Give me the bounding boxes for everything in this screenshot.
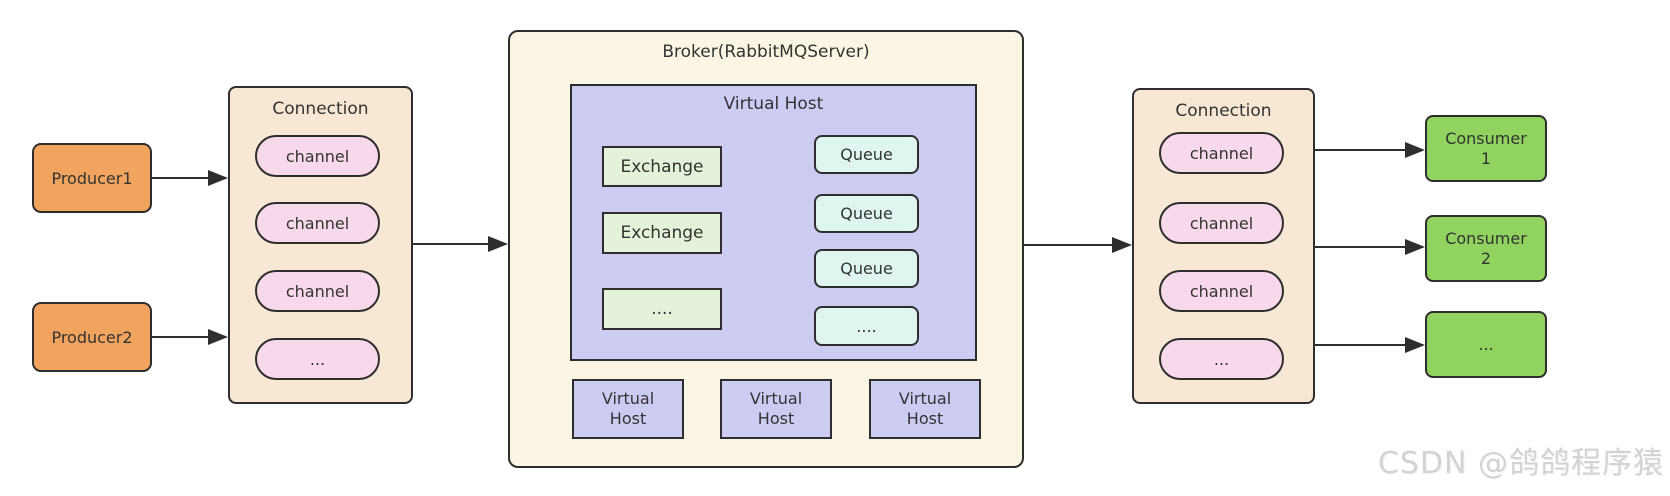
consumer-ellipsis-node: ... xyxy=(1425,311,1547,378)
queue-1-node: Queue xyxy=(814,135,919,174)
channel-pill: channel xyxy=(1159,132,1284,174)
virtual-host-small-1: Virtual Host xyxy=(572,379,684,439)
queue-3-node: Queue xyxy=(814,249,919,288)
queue-ellipsis-node: .... xyxy=(814,306,919,346)
queue-2-node: Queue xyxy=(814,194,919,233)
producer-2-node: Producer2 xyxy=(32,302,152,372)
broker-title: Broker(RabbitMQServer) xyxy=(662,42,870,62)
consumer-1-node: Consumer 1 xyxy=(1425,115,1547,182)
virtual-host-main-container: Virtual Host Exchange Exchange .... Queu… xyxy=(570,84,977,361)
connection-right-title: Connection xyxy=(1175,101,1272,121)
exchange-2-node: Exchange xyxy=(602,212,722,254)
channel-pill: channel xyxy=(1159,270,1284,312)
exchange-1-node: Exchange xyxy=(602,146,722,187)
producer-2-label: Producer2 xyxy=(51,327,133,347)
producer-1-node: Producer1 xyxy=(32,143,152,213)
channel-pill: channel xyxy=(255,135,380,177)
channel-pill: channel xyxy=(1159,202,1284,244)
channel-ellipsis-pill: ... xyxy=(255,338,380,380)
consumer-2-node: Consumer 2 xyxy=(1425,215,1547,282)
exchange-ellipsis-node: .... xyxy=(602,288,722,330)
channel-ellipsis-pill: ... xyxy=(1159,338,1284,380)
channel-pill: channel xyxy=(255,202,380,244)
broker-container: Broker(RabbitMQServer) Virtual Host Exch… xyxy=(508,30,1024,468)
connection-left-container: Connection channel channel channel ... xyxy=(228,86,413,404)
virtual-host-title: Virtual Host xyxy=(723,94,824,114)
connection-left-title: Connection xyxy=(272,99,369,119)
virtual-host-small-3: Virtual Host xyxy=(869,379,981,439)
csdn-watermark: CSDN @鸽鸽程序猿 xyxy=(1377,446,1664,481)
connection-right-container: Connection channel channel channel ... xyxy=(1132,88,1315,404)
virtual-host-small-2: Virtual Host xyxy=(720,379,832,439)
channel-pill: channel xyxy=(255,270,380,312)
producer-1-label: Producer1 xyxy=(51,168,133,188)
